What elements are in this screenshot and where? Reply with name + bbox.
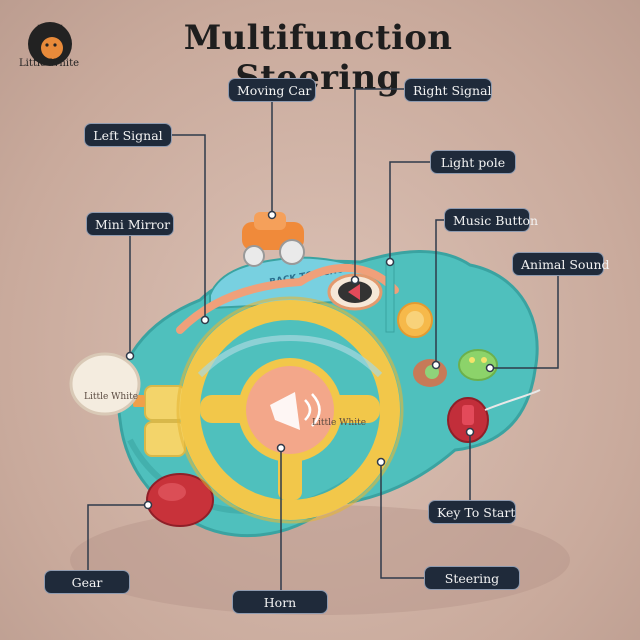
brand-logo: [28, 22, 72, 66]
label-moving-car: Moving Car: [228, 78, 316, 102]
label-mini-mirror: Mini Mirror: [86, 212, 174, 236]
label-animal-sound: Animal Sound: [512, 252, 610, 276]
label-horn: Horn: [232, 590, 328, 614]
watermark-center: Little White: [312, 418, 367, 428]
label-music-button: Music Button: [444, 208, 538, 232]
label-steering: Steering: [424, 566, 520, 590]
brand-name: Little White: [18, 58, 80, 69]
label-light-pole: Light pole: [430, 150, 516, 174]
label-key-to-start: Key To Start: [428, 500, 516, 524]
label-left-signal: Left Signal: [84, 123, 172, 147]
label-right-signal: Right Signal: [404, 78, 492, 102]
label-gear: Gear: [44, 570, 130, 594]
watermark-mirror: Little White: [84, 392, 139, 402]
